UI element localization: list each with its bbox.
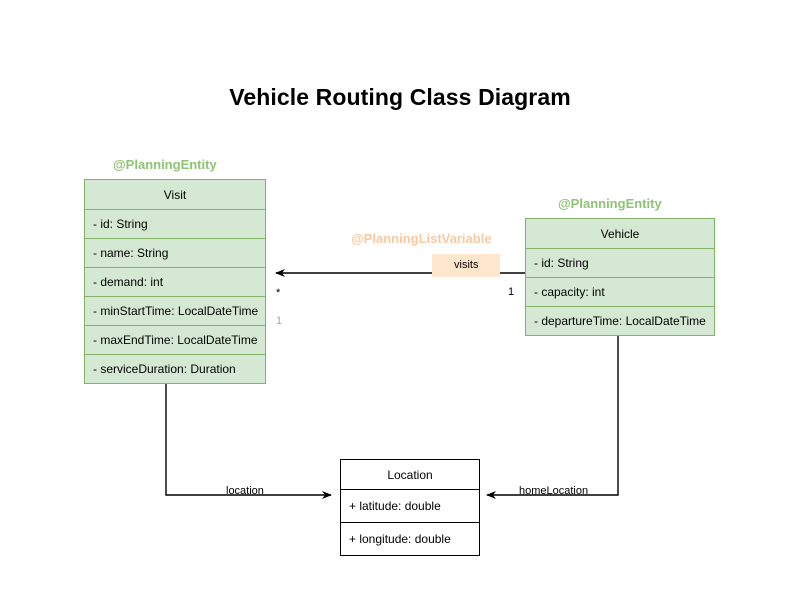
stereotype-visit: @PlanningEntity (113, 157, 217, 172)
multiplicity-visits-target: * (276, 287, 281, 299)
attribute-row: - departureTime: LocalDateTime (534, 314, 706, 328)
multiplicity-visits-source: 1 (508, 286, 515, 298)
stereotype-planning-list-variable: @PlanningListVariable (351, 231, 492, 246)
edge-label-visits: visits (432, 254, 501, 277)
stereotype-vehicle: @PlanningEntity (558, 196, 662, 211)
attribute-row: - minStartTime: LocalDateTime (85, 297, 265, 326)
class-box-vehicle[interactable]: Vehicle - id: String - capacity: int - d… (525, 218, 715, 336)
class-title-vehicle: Vehicle (526, 219, 714, 249)
edge-home-location (486, 323, 619, 499)
edge-label-home-location: homeLocation (519, 485, 589, 497)
multiplicity-visits-extra: 1 (276, 315, 283, 327)
class-box-location[interactable]: Location + latitude: double + longitude:… (340, 459, 480, 556)
attribute-row: - capacity: int (526, 278, 714, 307)
attribute-row: - id: String (526, 249, 714, 278)
class-box-visit[interactable]: Visit - id: String - name: String - dema… (84, 179, 266, 384)
class-title-location: Location (341, 460, 479, 490)
attribute-row: - id: String (85, 210, 265, 239)
attribute-row: + latitude: double (341, 490, 479, 523)
attribute-row: - name: String (85, 239, 265, 268)
attribute-row: + longitude: double (349, 532, 451, 546)
attribute-row: - maxEndTime: LocalDateTime (85, 326, 265, 355)
attribute-row: - demand: int (85, 268, 265, 297)
edge-label-location: location (226, 485, 264, 497)
attribute-row: - serviceDuration: Duration (93, 362, 236, 376)
page-title: Vehicle Routing Class Diagram (229, 84, 571, 110)
class-title-visit: Visit (85, 180, 265, 210)
